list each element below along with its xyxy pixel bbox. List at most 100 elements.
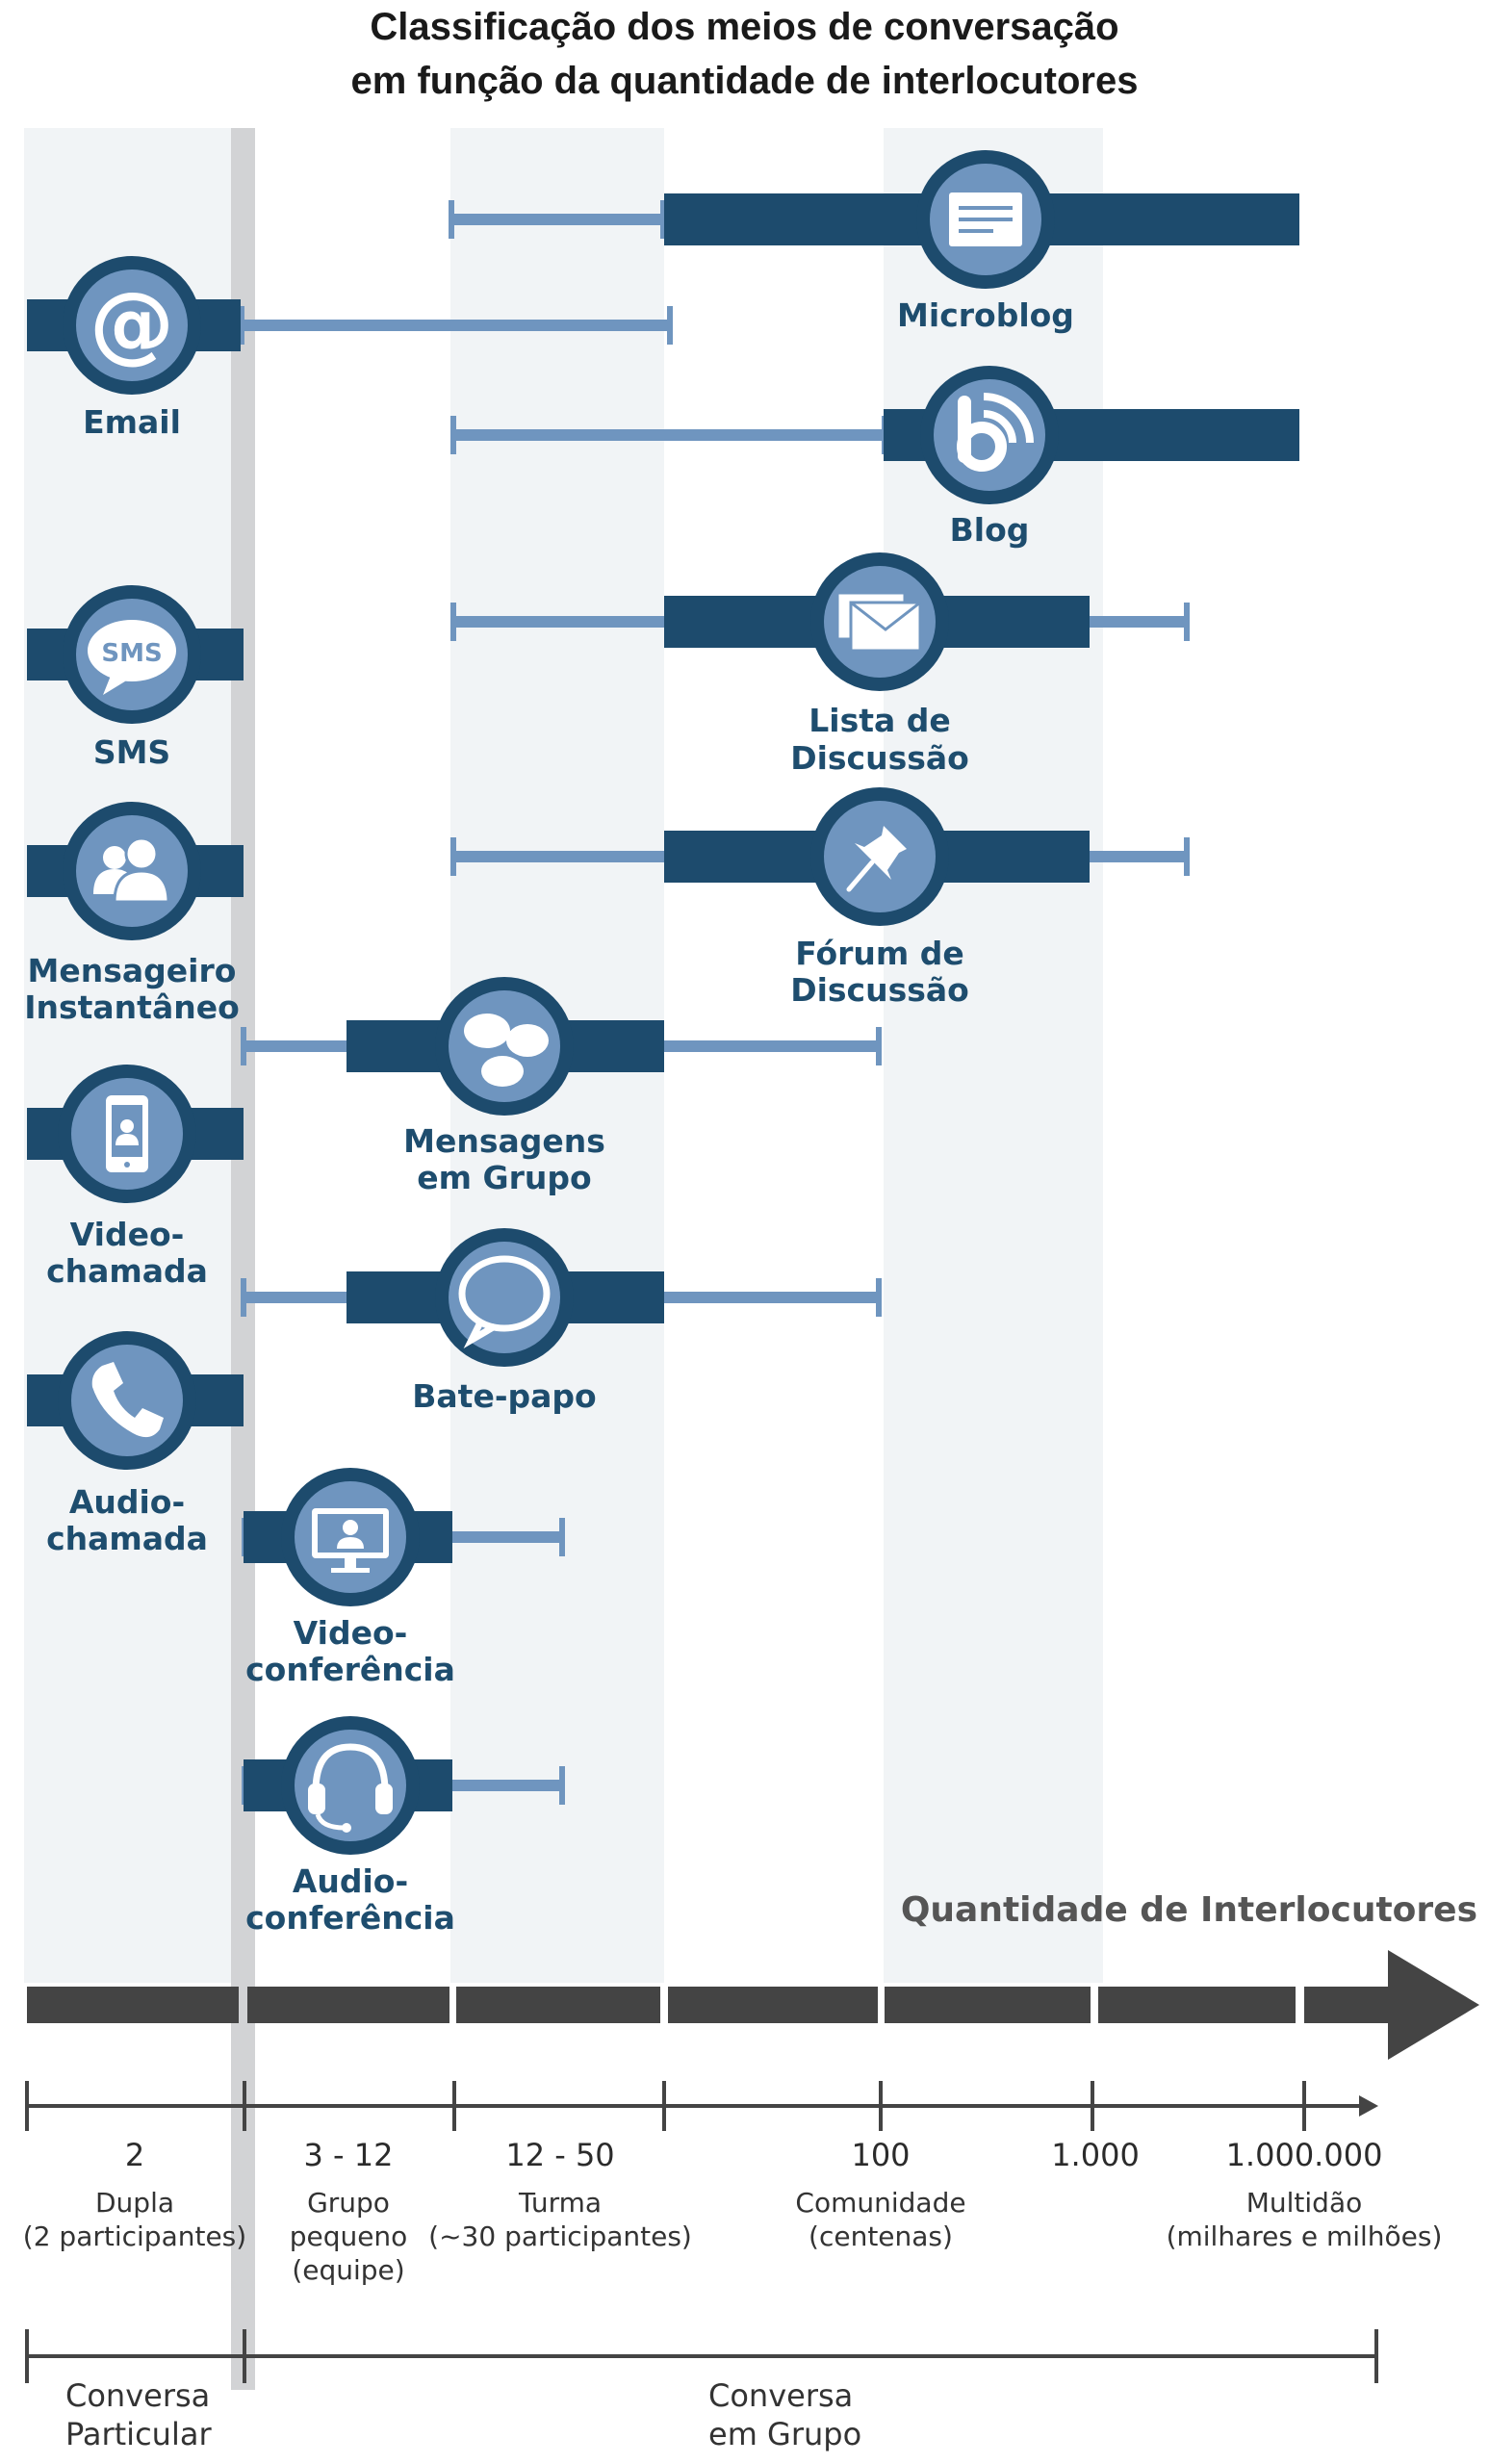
medium-sms: SMS SMS [27,585,244,771]
medium-bate-papo: Bate-papo [241,1228,882,1415]
quantity-arrow [27,1950,1479,2060]
range-cap-right [876,1278,882,1317]
scale-desc: Multidão [1246,2187,1363,2219]
scale-value: 3 - 12 [304,2137,394,2173]
medium-label: Discussão [790,739,969,777]
conv-particular-line-1: Conversa [65,2377,210,2414]
conv-grupo-line-2: em Grupo [708,2416,861,2452]
arrow-seg-5 [885,1987,1091,2023]
range-cap-left [239,306,244,345]
scale-desc: (milhares e milhões) [1167,2220,1443,2252]
range-cap-left [450,837,456,876]
range-cap-right [667,306,673,345]
axis-title: Quantidade de Interlocutores [901,1890,1477,1930]
arrow-seg-1 [27,1987,239,2023]
title-line-1: Classificação dos meios de conversação [370,6,1119,48]
conv-particular-line-2: Particular [65,2416,212,2452]
medium-label: Discussão [790,971,969,1009]
medium-label: Audio- [293,1862,408,1900]
medium-label: Email [83,403,181,441]
chat-bubbles-icon [464,1014,549,1087]
medium-label: Blog [950,511,1030,549]
scale-value: 12 - 50 [505,2137,614,2173]
scale-value: 100 [851,2137,910,2173]
medium-microblog: Microblog [449,150,1299,334]
speech-bubble-icon [458,1255,551,1348]
medium-blog: Blog [450,366,1299,549]
medium-label: Mensagens [403,1122,605,1160]
divider-particular-grupo [231,128,255,2390]
scale-value: 1.000 [1051,2137,1140,2173]
svg-text:SMS: SMS [101,639,162,668]
scale-desc: (centenas) [809,2220,953,2252]
scale-desc: (2 participantes) [23,2220,246,2252]
range-cap-left [241,1027,246,1065]
scale-value: 2 [125,2137,144,2173]
phone-icon [91,1362,164,1438]
medium-label: conferência [245,1651,455,1688]
medium-audio-conf: Audio-conferência [242,1716,565,1937]
scale-desc: Grupo [307,2187,390,2219]
range-cap-left [449,200,454,239]
title-line-2: em função da quantidade de interlocutore… [350,60,1139,102]
conversation-bracket [25,2329,1378,2383]
range-bar [450,214,664,225]
scale-value: 1.000.000 [1226,2137,1383,2173]
medium-audio-chamada: Audio-chamada [27,1331,244,1557]
scale-desc: Dupla [95,2187,174,2219]
medium-label: Bate-papo [412,1377,596,1415]
medium-label: Instantâneo [24,988,240,1026]
conversation-labels: Conversa Particular Conversa em Grupo [65,2377,861,2452]
range-cap-left [450,603,456,641]
arrow-seg-2 [247,1987,449,2023]
newspaper-icon [949,192,1022,246]
medium-label: Fórum de [795,935,964,972]
medium-video-conf: Video-conferência [242,1468,565,1688]
medium-label: conferência [245,1899,455,1937]
conv-grupo-line-1: Conversa [708,2377,853,2414]
arrow-seg-4 [668,1987,878,2023]
svg-text:@: @ [90,273,174,372]
scale-desc: (~30 participantes) [428,2220,692,2252]
phone-video-icon [106,1095,148,1172]
scale-desc: pequeno [290,2220,408,2252]
page-title: Classificação dos meios de conversação e… [0,0,1489,108]
headset-icon [308,1743,393,1833]
range-cap-right [660,200,666,239]
medium-label: Microblog [897,296,1074,334]
range-cap-right [559,1518,565,1556]
medium-label: em Grupo [417,1159,591,1196]
range-cap-right [1184,603,1190,641]
envelope-icon [835,591,922,653]
range-cap-left [450,416,456,454]
users-icon [93,836,170,904]
medium-label: chamada [46,1520,208,1557]
at-sign-icon: @ [90,273,174,372]
arrow-seg-3 [456,1987,660,2023]
icon-disc [71,1345,183,1456]
medium-label: SMS [93,733,170,771]
range-cap-right [559,1766,565,1805]
sms-icon: SMS [88,620,176,695]
medium-label: Video- [70,1216,185,1253]
medium-label: chamada [46,1252,208,1290]
band-dupla [24,128,231,1983]
range-cap-left [241,1278,246,1317]
scale-desc: Turma [518,2187,602,2219]
scale-desc: Comunidade [795,2187,965,2219]
pushpin-icon [846,818,907,892]
range-bar [452,429,886,441]
medium-label: Audio- [69,1483,185,1521]
medium-label: Mensageiro [28,952,237,989]
medium-video-chamada: Video-chamada [27,1065,244,1290]
arrow-seg-6 [1098,1987,1296,2023]
medium-email: @ Email [27,256,673,441]
range-bar [241,320,671,331]
